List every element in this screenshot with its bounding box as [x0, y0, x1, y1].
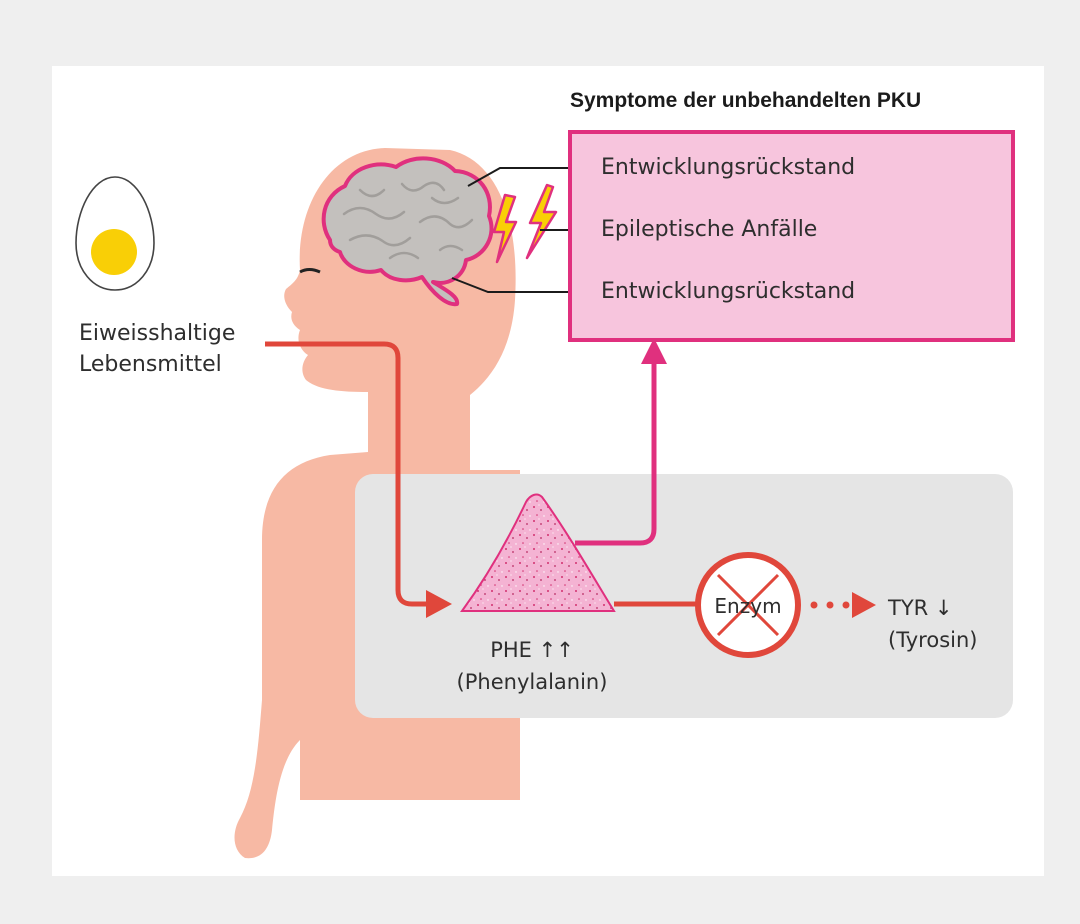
symptom-box-title: Symptome der unbehandelten PKU — [570, 89, 922, 112]
phe-to-symptoms-arrow — [575, 338, 667, 546]
tyr-label-line1: TYR ↓ — [888, 596, 953, 620]
phe-label: PHE ↑↑ (Phenylalanin) — [440, 634, 624, 698]
food-label-line2: Lebensmittel — [79, 352, 222, 377]
seizure-lightning-icon — [492, 183, 558, 264]
symptom-item-epileptic-seizures: Epileptische Anfälle — [601, 217, 818, 242]
brain-icon — [321, 156, 494, 307]
symptom-item-developmental-delay-1: Entwicklungsrückstand — [601, 155, 856, 180]
food-intake-arrow — [265, 341, 452, 618]
enzyme-to-tyr-arrow — [810, 592, 876, 618]
phe-label-line1: PHE ↑↑ — [490, 638, 574, 662]
child-eye — [299, 268, 321, 274]
tyr-label-line2: (Tyrosin) — [888, 628, 978, 652]
enzyme-blocked-icon — [695, 552, 801, 658]
phe-label-line2: (Phenylalanin) — [456, 670, 608, 694]
symptom-box — [568, 130, 1015, 342]
phe-pile — [460, 493, 616, 612]
tyr-label: TYR ↓ (Tyrosin) — [888, 592, 977, 656]
symptom-item-developmental-delay-2: Entwicklungsrückstand — [601, 279, 856, 304]
enzyme-label: Enzym — [714, 594, 782, 618]
egg-icon — [75, 176, 155, 291]
food-label-line1: Eiweisshaltige — [79, 321, 236, 346]
food-label: Eiweisshaltige Lebensmittel — [79, 318, 235, 380]
